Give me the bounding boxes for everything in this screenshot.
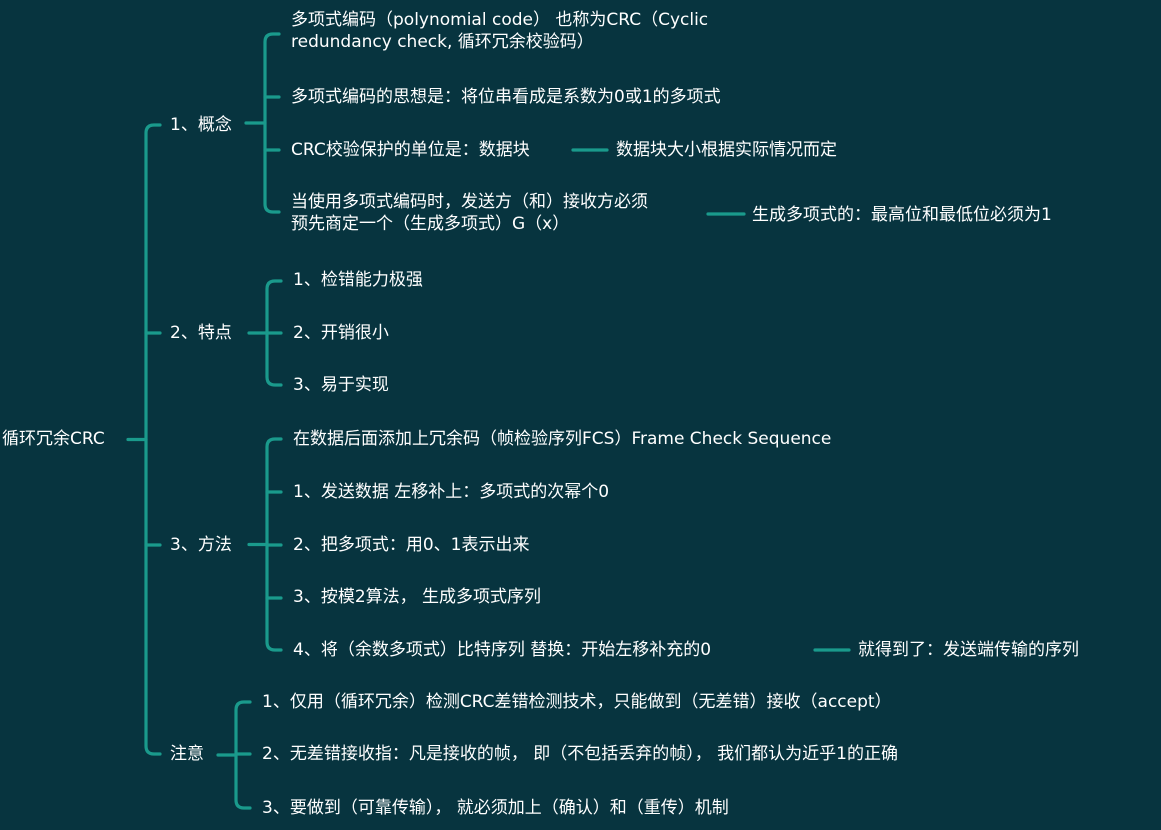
method-item-2[interactable]: 1、发送数据 左移补上：多项式的次幂个0 [293,482,610,502]
branch-method[interactable]: 3、方法 [170,535,232,555]
notes-item-2[interactable]: 2、无差错接收指：凡是接收的帧， 即（不包括丢弃的帧）， 我们都认为近乎1的正确 [262,744,898,764]
root-bracket-spine [144,123,162,756]
features-item-1[interactable]: 1、检错能力极强 [293,270,423,290]
features-item-2[interactable]: 2、开销很小 [293,323,389,343]
concept-item-4-line-2: 预先商定一个（生成多项式）G（x） [291,214,570,234]
method-item-1[interactable]: 在数据后面添加上冗余码（帧检验序列FCS）Frame Check Sequenc… [293,429,832,449]
branch-concept[interactable]: 1、概念 [170,115,232,135]
method-item-5-note[interactable]: 就得到了：发送端传输的序列 [858,640,1079,660]
concept-item-4[interactable]: 当使用多项式编码时，发送方（和）接收方必须 预先商定一个（生成多项式）G（x） [291,191,648,235]
concept-item-4-line-1: 当使用多项式编码时，发送方（和）接收方必须 [291,192,648,212]
method-item-3[interactable]: 2、把多项式：用0、1表示出来 [293,535,530,555]
notes-item-1[interactable]: 1、仅用（循环冗余）检测CRC差错检测技术，只能做到（无差错）接收（accept… [262,692,892,712]
concept-bracket-spine [263,32,281,214]
notes-item-3[interactable]: 3、要做到（可靠传输）， 就必须加上（确认）和（重传）机制 [262,798,729,818]
concept-item-3[interactable]: CRC校验保护的单位是：数据块 [291,140,530,160]
features-item-3[interactable]: 3、易于实现 [293,375,389,395]
concept-item-2[interactable]: 多项式编码的思想是：将位串看成是系数为0或1的多项式 [291,87,721,107]
concept-item-1[interactable]: 多项式编码（polynomial code） 也称为CRC（Cyclic red… [291,9,708,53]
concept-item-4-note[interactable]: 生成多项式的：最高位和最低位必须为1 [752,205,1052,225]
branch-features[interactable]: 2、特点 [170,323,232,343]
method-item-5[interactable]: 4、将（余数多项式）比特序列 替换：开始左移补充的0 [293,640,712,660]
concept-item-1-line-2: redundancy check, 循环冗余校验码） [291,32,594,52]
method-item-4[interactable]: 3、按模2算法， 生成多项式序列 [293,587,542,607]
concept-item-1-line-1: 多项式编码（polynomial code） 也称为CRC（Cyclic [291,10,709,30]
root-node[interactable]: 循环冗余CRC [2,429,105,449]
branch-notes[interactable]: 注意 [170,744,204,764]
concept-item-3-note[interactable]: 数据块大小根据实际情况而定 [616,140,837,160]
